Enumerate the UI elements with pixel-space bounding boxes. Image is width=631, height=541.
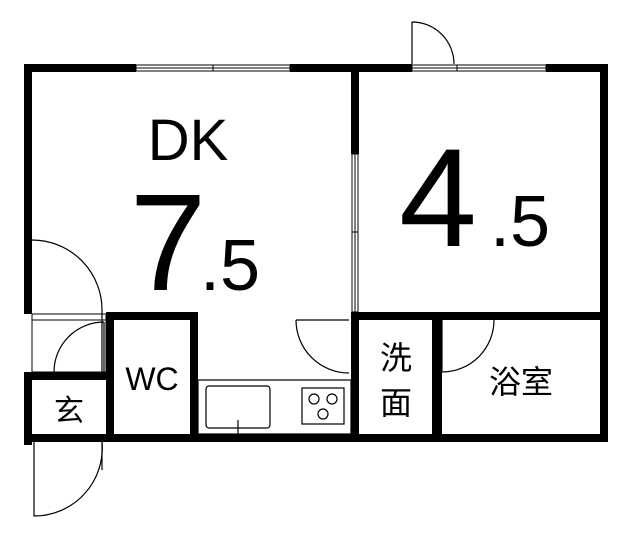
bath-door — [441, 319, 495, 373]
wall-wc-top — [106, 312, 198, 320]
wall-divider-lower — [351, 312, 359, 442]
dk-size-dec: .5 — [200, 226, 260, 306]
bath-label: 浴室 — [489, 363, 553, 401]
wall-top-left — [24, 64, 136, 72]
stove-icon — [301, 387, 345, 425]
dk-type-label: DK — [148, 108, 229, 173]
sliding-door-divider — [351, 153, 359, 313]
wc-label: WC — [125, 361, 178, 397]
window-room — [411, 64, 547, 72]
genkan-label: 玄 — [54, 394, 84, 429]
dk-size-int: 7 — [130, 166, 207, 320]
wall-right — [600, 64, 608, 442]
room-size-int: 4 — [399, 119, 477, 276]
wall-left-upper — [24, 64, 32, 314]
wall-divider-upper — [351, 64, 359, 154]
interior-walls — [24, 64, 608, 442]
wall-left-lower — [24, 373, 32, 445]
wall-bottom — [24, 434, 608, 442]
room-size-dec: .5 — [490, 182, 550, 262]
senmen-label-2: 面 — [380, 384, 412, 422]
senmen-label-1: 洗 — [380, 339, 412, 377]
wall-bath-divider — [432, 312, 442, 442]
kitchen-counter — [197, 379, 352, 435]
wall-genkan-top — [24, 372, 114, 380]
wc-door — [53, 321, 105, 373]
hall-outline — [31, 313, 107, 373]
balcony-door — [411, 21, 455, 65]
window-dk — [135, 64, 291, 72]
senmen-door — [295, 319, 350, 374]
wall-room-bottom — [351, 312, 608, 320]
wall-top-right — [546, 64, 608, 72]
wall-wc-right — [190, 312, 198, 442]
